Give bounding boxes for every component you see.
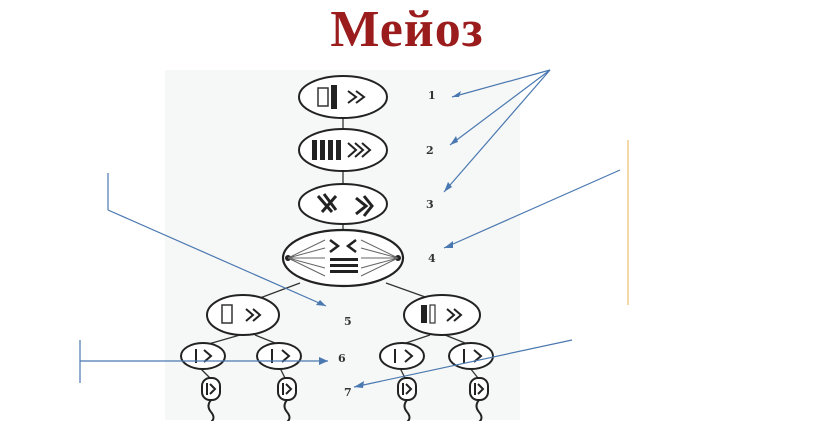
stage-label-3: 3 [426,198,434,211]
stage-label-6: 6 [338,352,346,365]
stage-label-5: 5 [344,315,352,328]
cells-stage-6 [180,342,494,370]
cells-stage-7 [201,377,489,421]
stage-label-4: 4 [428,252,436,265]
pointer-arrowheads [316,91,461,388]
cell-stage-3 [298,183,388,225]
cell-stage-5-left [206,294,280,336]
stage-label-1: 1 [428,89,436,102]
stage-label-7: 7 [344,386,352,399]
cell-stage-5-right [403,294,481,336]
cell-stage-2 [298,128,388,172]
pointer-lines [79,69,621,388]
page-title: Мейоз [330,1,484,58]
cell-stage-4 [281,228,405,288]
stage-label-2: 2 [426,144,434,157]
cell-stage-1 [298,75,388,119]
